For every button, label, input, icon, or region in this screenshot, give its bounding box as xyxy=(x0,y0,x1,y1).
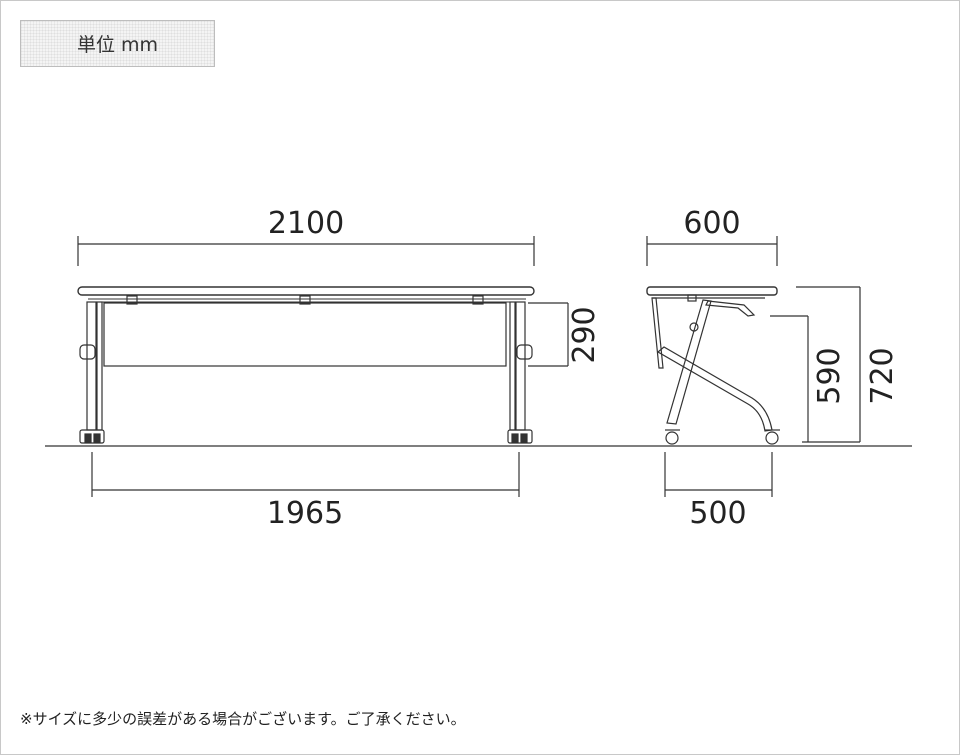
front-view xyxy=(77,286,535,444)
side-caster-rear xyxy=(765,431,779,445)
side-tabletop xyxy=(646,286,778,296)
unit-label: 単位 mm xyxy=(76,34,159,56)
front-leg-left xyxy=(86,301,97,431)
dim-top-width xyxy=(77,236,535,266)
front-bracket-left xyxy=(126,295,138,305)
label-side-base-depth: 500 xyxy=(689,496,746,531)
label-base-width: 1965 xyxy=(267,496,343,531)
dim-base-width xyxy=(91,452,520,497)
disclaimer-note: ※サイズに多少の誤差がある場合がございます。ご了承ください。 xyxy=(20,710,466,728)
side-view xyxy=(646,286,780,445)
front-tabletop xyxy=(77,286,535,296)
dim-modesty-height xyxy=(770,315,860,443)
front-caster-right xyxy=(507,429,533,444)
side-leg-rear xyxy=(656,346,773,432)
front-modesty-panel xyxy=(103,302,507,367)
label-total-height: 720 xyxy=(865,347,900,404)
front-caster-left xyxy=(79,429,105,444)
unit-label-box: 単位 mm xyxy=(20,20,215,67)
dim-panel-height xyxy=(528,302,569,367)
side-leg-front xyxy=(666,299,712,425)
dim-side-base-depth xyxy=(664,452,773,497)
label-modesty-height: 590 xyxy=(812,347,847,404)
side-modesty-panel xyxy=(651,297,664,369)
label-side-depth: 600 xyxy=(683,206,740,241)
label-panel-height: 290 xyxy=(567,306,602,363)
side-caster-front xyxy=(665,431,679,445)
front-bracket-center xyxy=(299,295,311,305)
dim-total-height xyxy=(796,286,861,442)
front-leg-right xyxy=(515,301,526,431)
front-bracket-right xyxy=(472,295,484,305)
label-top-width: 2100 xyxy=(268,206,344,241)
dim-side-depth xyxy=(646,236,778,266)
